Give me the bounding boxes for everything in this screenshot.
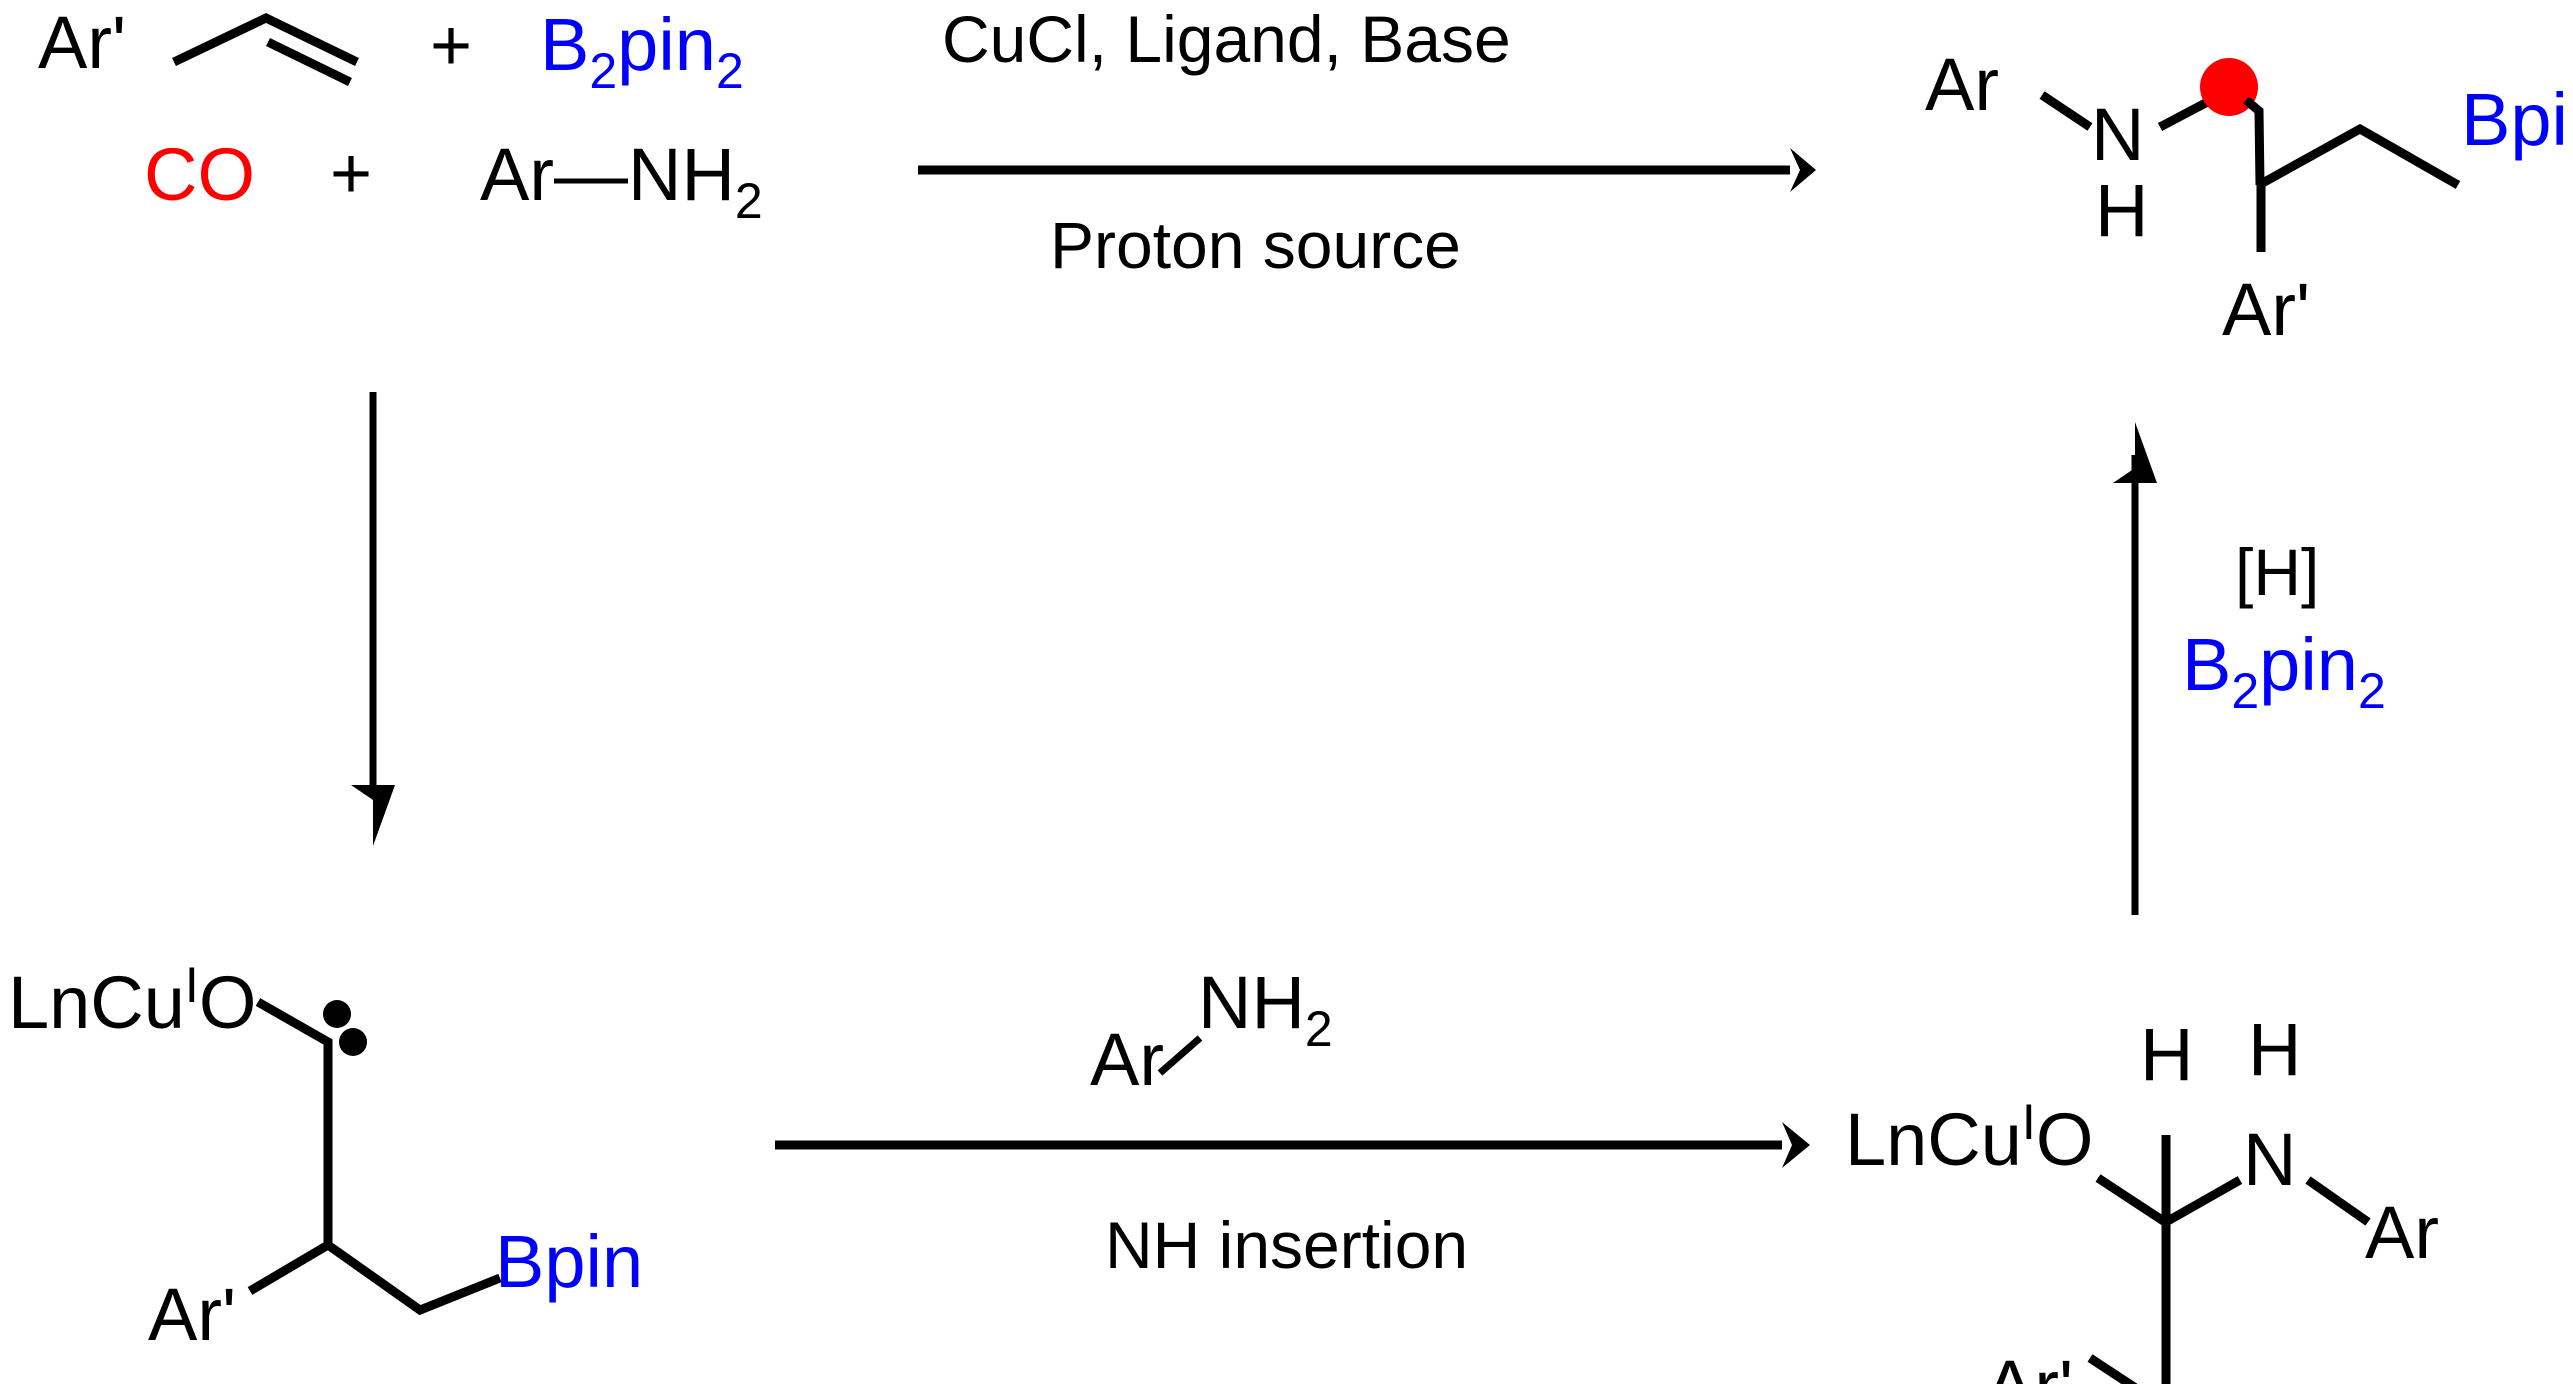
right-arrow-pin: pin — [2259, 623, 2358, 706]
bottom-arrow-NH: NH — [1198, 961, 1305, 1044]
radical-dot-secondary — [339, 1028, 367, 1056]
left-arrow-head — [351, 785, 395, 846]
product-ar-n-bond — [2039, 91, 2093, 131]
aminol-c-n-bond — [2163, 1176, 2243, 1226]
intermediate-radical-group: LnCuIO Ar' Bpin — [8, 957, 643, 1356]
radical-LnCu: LnCu — [8, 961, 185, 1044]
aminol-aryl-label: Ar — [2365, 1191, 2439, 1274]
reactant-carbon-monoxide-label: CO — [144, 133, 255, 216]
b2pin2-sub-2: 2 — [716, 43, 744, 99]
radical-oxidation-state: I — [185, 957, 199, 1013]
right-arrow-label-b2pin2: B2pin2 — [2182, 623, 2386, 719]
bottom-arrow-label-below: NH insertion — [1105, 1208, 1468, 1282]
alkene-sigma-bond — [172, 13, 359, 67]
product-carbonyl-ch-bond — [2243, 96, 2265, 186]
aminol-metal-label: LnCuIO — [1845, 1094, 2093, 1181]
plus-sign-2: + — [330, 134, 372, 214]
aminol-o-c-bond — [2095, 1174, 2168, 1226]
product-aryl-prime-label: Ar' — [2222, 268, 2310, 351]
bottom-arrow-head — [1782, 1122, 1810, 1168]
radical-o-c-bond — [255, 998, 333, 1144]
top-reaction-arrow: CuCl, Ligand, Base Proton source — [918, 2, 1816, 282]
reactant-alkene-group: Ar' — [38, 1, 359, 87]
b2pin2-B: B — [540, 3, 589, 86]
radical-bpin-label: Bpin — [495, 1220, 643, 1303]
top-arrow-conditions-above: CuCl, Ligand, Base — [942, 2, 1511, 76]
left-down-arrow — [351, 392, 395, 846]
bottom-arrow-reagent-bond — [1157, 1035, 1203, 1076]
aminol-ch-aryl-prime-bond — [2087, 1354, 2138, 1384]
aminol-n-ar-bond — [2305, 1176, 2371, 1226]
aminol-bpin-label: Bpin — [2335, 1373, 2483, 1384]
radical-metal-label: LnCuIO — [8, 957, 256, 1044]
carbonyl-marker-red-dot — [2200, 58, 2258, 116]
b2pin2-pin: pin — [617, 3, 716, 86]
aminol-ch-hydrogen-label: H — [2140, 1013, 2193, 1096]
aniline-bond-dash: — — [554, 133, 628, 216]
product-aryl-label: Ar — [1925, 43, 1999, 126]
bottom-arrow-reagent-aryl: Ar — [1090, 1018, 1164, 1101]
reactant-b2pin2-group: B2pin2 — [540, 3, 744, 99]
product-structure-group: Ar N H Ar' Bpin — [1925, 43, 2573, 351]
bottom-arrow-reagent-amine: NH2 — [1198, 961, 1333, 1057]
product-ch2-bpin-bond — [2256, 123, 2461, 189]
aniline-Ar: Ar — [480, 133, 554, 216]
aminol-nh-hydrogen-label: H — [2248, 1008, 2301, 1091]
top-arrow-head — [1790, 148, 1816, 192]
aminol-oxygen: O — [2036, 1098, 2094, 1181]
aminol-nitrogen-label: N — [2243, 1118, 2296, 1201]
aminol-LnCu: LnCu — [1845, 1098, 2022, 1181]
radical-ch-aryl-prime-bond — [247, 1241, 331, 1295]
aminol-oxidation-state: I — [2022, 1094, 2036, 1150]
top-arrow-conditions-below: Proton source — [1050, 208, 1461, 282]
right-arrow-sub-1: 2 — [2231, 663, 2259, 719]
aminol-aryl-prime-label: Ar' — [1985, 1345, 2073, 1384]
radical-aryl-prime-label: Ar' — [148, 1273, 236, 1356]
right-arrow-B: B — [2182, 623, 2231, 706]
product-nitrogen-label: N — [2091, 93, 2144, 176]
right-arrow-label-hydride: [H] — [2235, 535, 2319, 609]
radical-oxygen: O — [199, 961, 257, 1044]
plus-sign-1: + — [430, 6, 472, 86]
product-nh-hydrogen-label: H — [2095, 169, 2148, 252]
right-up-arrow: [H] B2pin2 — [2113, 422, 2386, 915]
product-bpin-label: Bpin — [2461, 78, 2573, 161]
bottom-arrow-sub-2: 2 — [1305, 1001, 1333, 1057]
right-arrow-head — [2113, 422, 2157, 483]
aniline-sub-2: 2 — [735, 173, 763, 229]
aniline-label: Ar—NH2 — [480, 133, 763, 229]
alkene-pi-bond — [266, 37, 352, 87]
alkene-aryl-prime-label: Ar' — [38, 1, 126, 84]
radical-ch2-bpin-bond — [325, 1241, 502, 1316]
b2pin2-label: B2pin2 — [540, 3, 744, 99]
bottom-reaction-arrow: Ar NH2 NH insertion — [775, 961, 1810, 1282]
radical-dot-primary — [323, 1000, 351, 1028]
reactant-aniline-group: Ar—NH2 — [480, 133, 763, 229]
aniline-NH: NH — [628, 133, 735, 216]
b2pin2-sub-1: 2 — [589, 43, 617, 99]
intermediate-aminol-group: LnCuIO H N H Ar Ar' Bpin — [1845, 1008, 2483, 1384]
right-arrow-sub-2: 2 — [2358, 663, 2386, 719]
